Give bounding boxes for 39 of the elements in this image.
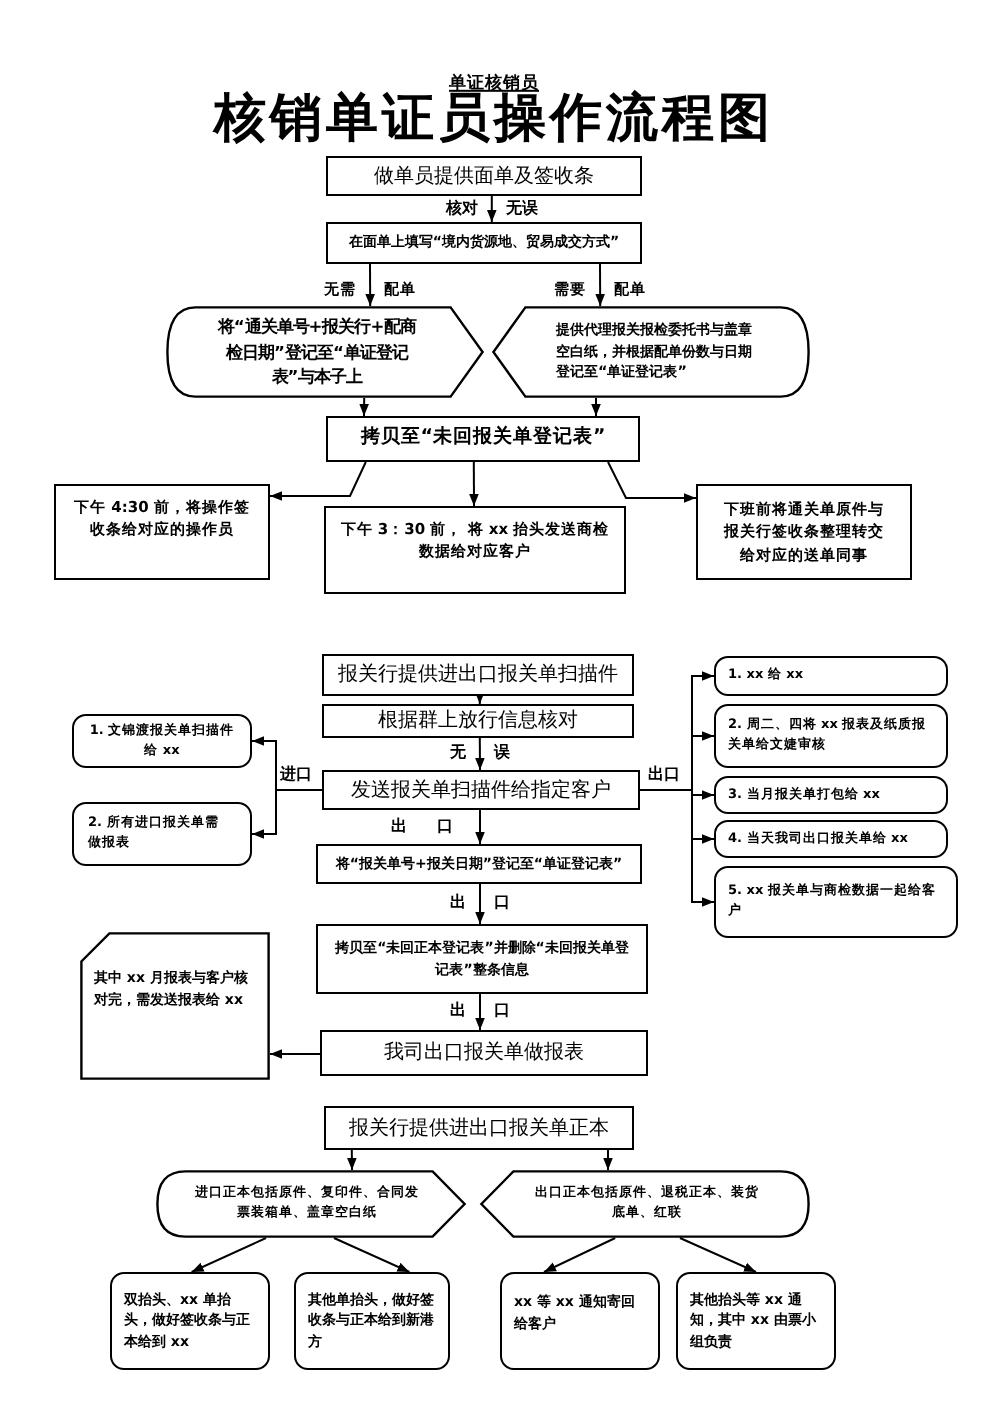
edge-label: 出 口: [391, 819, 453, 837]
display-shape: 将“通关单号+报关行+配商检日期”登记至“单证登记表”与本子上: [166, 306, 484, 398]
arrow: [475, 883, 485, 925]
process-box: 发送报关单扫描件给指定客户: [322, 770, 640, 810]
edge-label: 出 口: [450, 1003, 510, 1021]
process-box: 报关行提供进出口报关单扫描件: [322, 654, 634, 696]
process-box: 报关行提供进出口报关单正本: [324, 1106, 634, 1150]
arrow: [679, 1237, 757, 1273]
process-box: 做单员提供面单及签收条: [326, 156, 642, 196]
process-box: 拷贝至“未回报关单登记表”: [326, 416, 640, 462]
arrow: [347, 1149, 357, 1171]
arrow: [190, 1237, 267, 1273]
edge-label: 出口: [648, 766, 680, 784]
edge-label: 进口: [280, 766, 312, 784]
arrow: [475, 809, 485, 845]
arrow: [333, 1237, 411, 1273]
arrow: [475, 737, 485, 771]
arrow: [251, 789, 323, 839]
arrow: [603, 1149, 613, 1171]
arrow: [487, 195, 497, 223]
arrow: [595, 263, 605, 307]
edge-label: 出 口: [450, 895, 510, 913]
process-box: 我司出口报关单做报表: [320, 1030, 648, 1076]
arrow: [359, 397, 369, 417]
edge-label: 无 误: [450, 744, 510, 762]
arrow: [469, 461, 479, 507]
subtitle: 单证核销员: [449, 73, 539, 94]
arrow: [543, 1237, 617, 1273]
arrow: [475, 692, 485, 705]
arrow: [365, 263, 375, 307]
arrow: [591, 397, 601, 417]
edge-label: 核对 无误: [446, 200, 538, 218]
arrow: [607, 461, 697, 503]
title: 核销单证员操作流程图: [214, 91, 774, 149]
arrow: [269, 1049, 321, 1059]
arrow: [475, 993, 485, 1031]
process-box: 根据群上放行信息核对: [322, 704, 634, 738]
arrow: [639, 789, 715, 907]
arrow: [269, 461, 367, 501]
